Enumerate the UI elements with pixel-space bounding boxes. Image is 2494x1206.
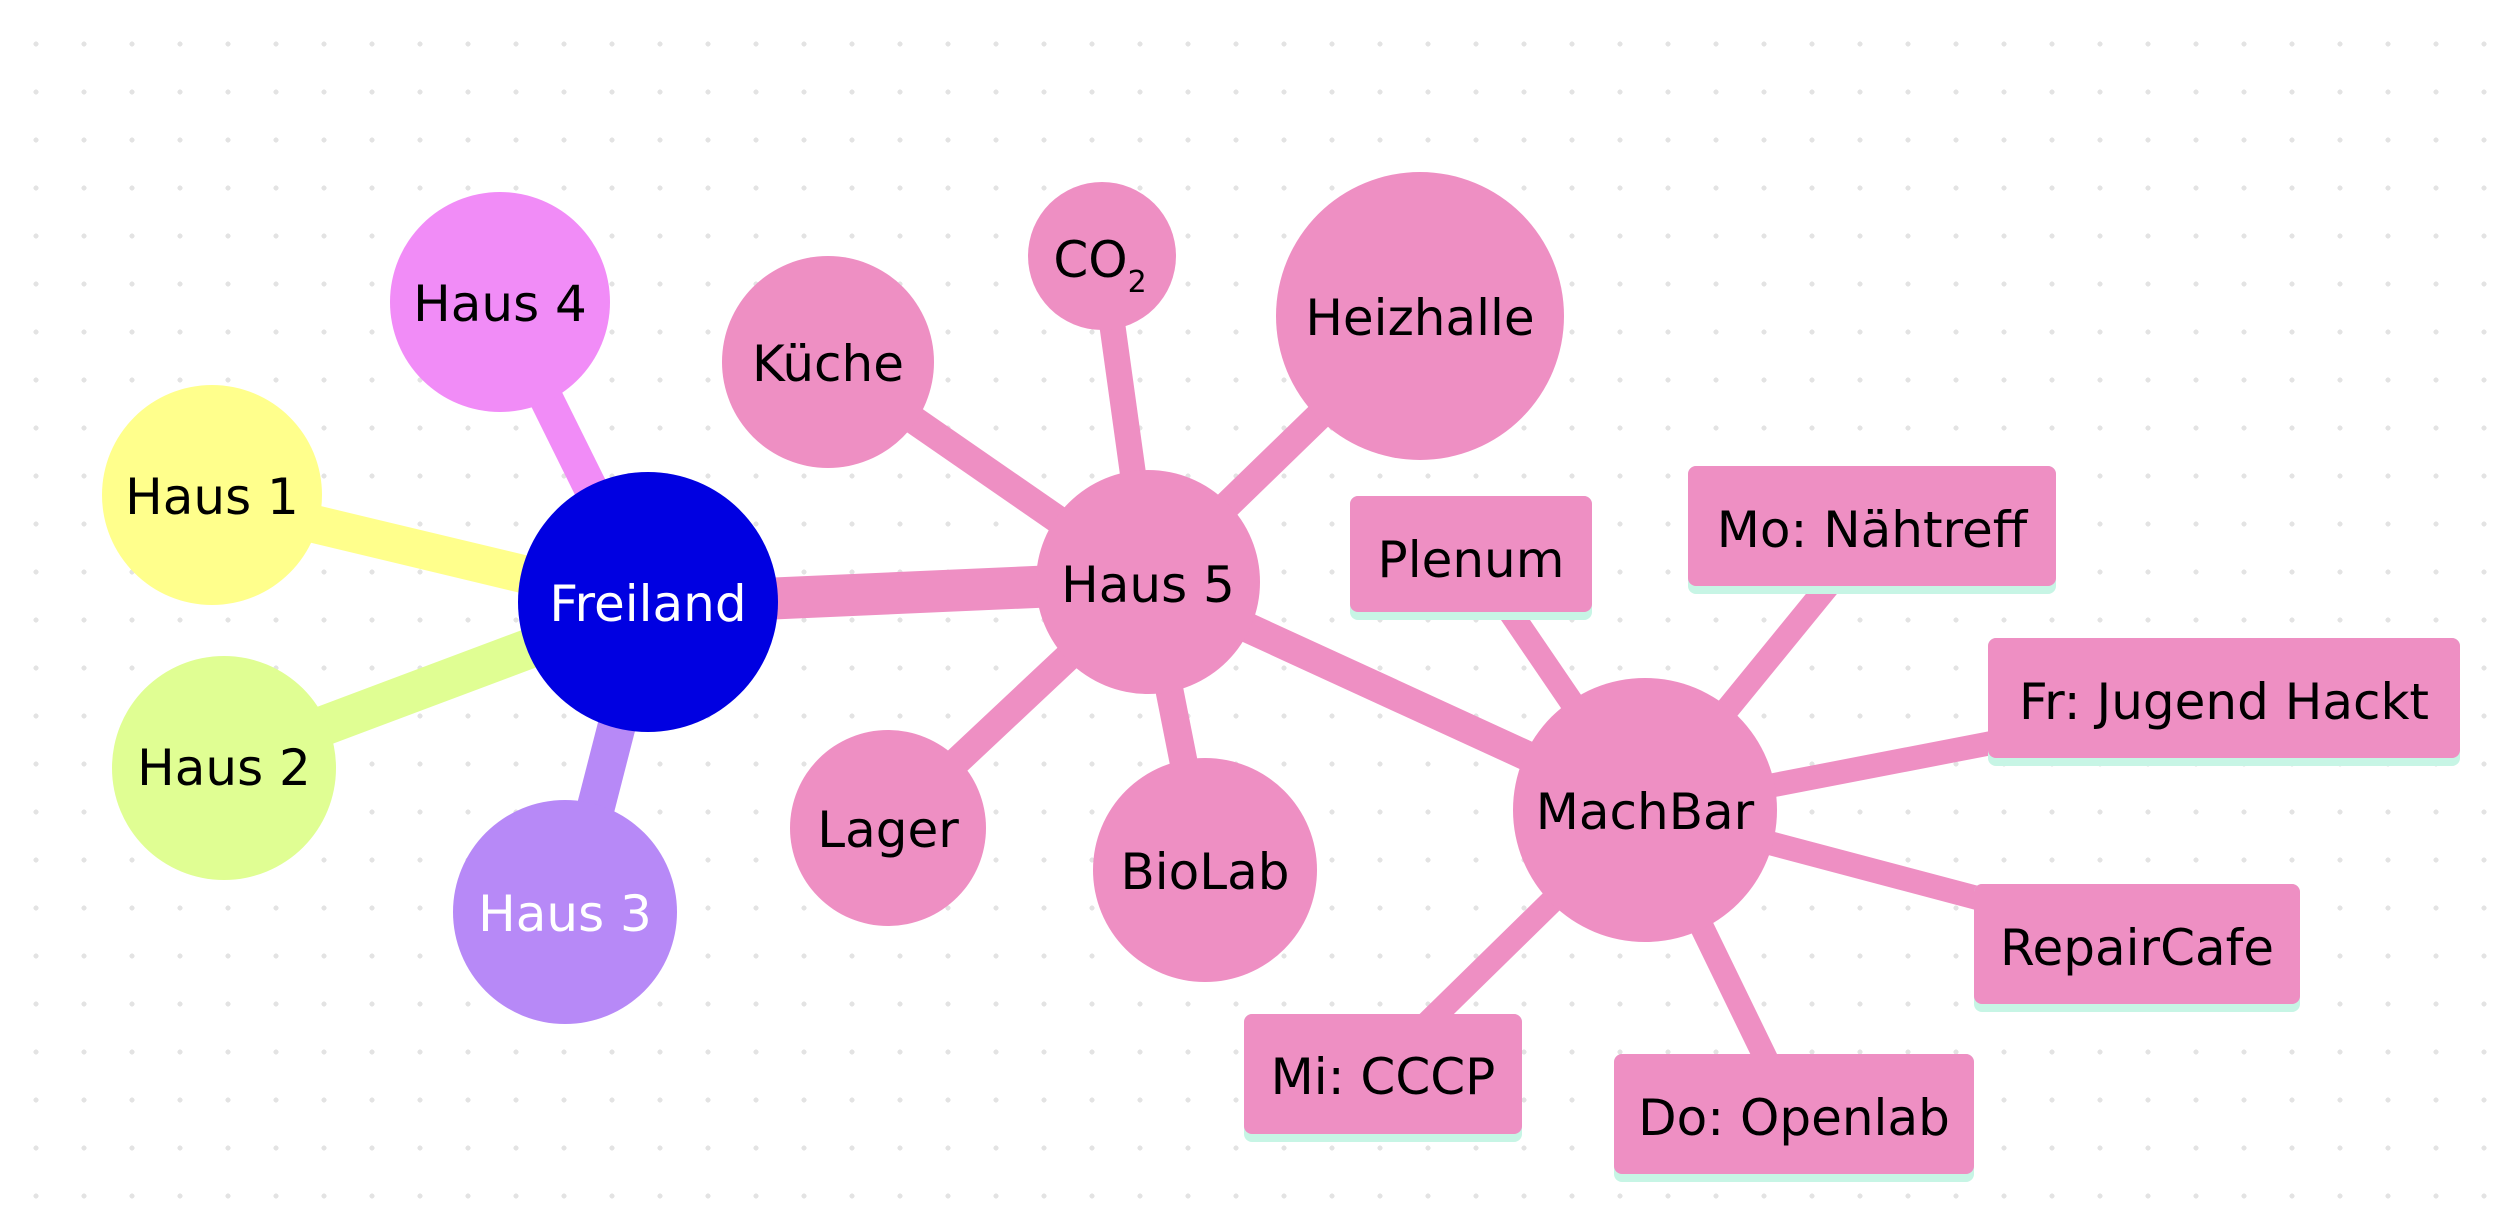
node-haus2[interactable]: Haus 2 [112,656,336,880]
node-freiland-label: Freiland [549,575,746,633]
node-freiland-shape [518,472,778,732]
node-lager-label: Lager [817,801,959,859]
node-machbar[interactable]: MachBar [1513,678,1777,942]
node-co2-label-main: CO [1053,231,1127,289]
node-haus2-shape [112,656,336,880]
node-biolab-label: BioLab [1120,843,1289,901]
node-machbar-label: MachBar [1536,783,1755,841]
node-biolab[interactable]: BioLab [1093,758,1317,982]
node-do-label: Do: Openlab [1638,1089,1950,1147]
node-haus3-shape [453,800,677,1024]
node-lager-shape [790,730,986,926]
node-mi-shape [1244,1014,1522,1134]
node-haus3[interactable]: Haus 3 [453,800,677,1024]
node-kueche-label: Küche [752,335,904,393]
node-plenum-label: Plenum [1378,531,1565,589]
node-kueche[interactable]: Küche [722,256,934,468]
node-heizhalle[interactable]: Heizhalle [1276,172,1564,460]
node-haus1-shape [102,385,322,605]
node-co2[interactable]: CO2 [1028,182,1176,330]
node-fr-jugend-hackt[interactable]: Fr: Jugend Hackt [1988,638,2460,766]
node-haus5[interactable]: Haus 5 [1036,470,1260,694]
node-haus2-label: Haus 2 [137,739,311,797]
node-plenum[interactable]: Plenum [1350,496,1592,620]
node-co2-label-subscript: 2 [1128,265,1147,300]
node-machbar-shape [1513,678,1777,942]
node-heizhalle-shape [1276,172,1564,460]
node-fr-shape [1988,638,2460,758]
node-lager[interactable]: Lager [790,730,986,926]
node-mi-cccp[interactable]: Mi: CCCP [1244,1014,1522,1142]
node-do-shape [1614,1054,1974,1174]
node-haus5-shape [1036,470,1260,694]
node-haus1[interactable]: Haus 1 [102,385,322,605]
node-mi-label: Mi: CCCP [1271,1048,1496,1106]
node-mo-shape [1688,466,2056,586]
node-repaircafe-label: RepairCafe [2000,919,2274,977]
node-plenum-shape [1350,496,1592,612]
node-co2-shape [1028,182,1176,330]
node-freiland[interactable]: Freiland [518,472,778,732]
node-haus4[interactable]: Haus 4 [390,192,610,412]
node-mo-naehtreff[interactable]: Mo: Nähtreff [1688,466,2056,594]
node-do-openlab[interactable]: Do: Openlab [1614,1054,1974,1182]
node-heizhalle-label: Heizhalle [1305,289,1534,347]
node-haus4-label: Haus 4 [413,275,587,333]
node-co2-label: CO2 [1053,231,1146,300]
node-biolab-shape [1093,758,1317,982]
node-haus3-label: Haus 3 [478,885,652,943]
node-haus5-label: Haus 5 [1061,556,1235,614]
node-mo-label: Mo: Nähtreff [1717,501,2029,559]
node-repaircafe-shape [1974,884,2300,1004]
node-haus1-label: Haus 1 [125,468,299,526]
node-haus4-shape [390,192,610,412]
node-repaircafe[interactable]: RepairCafe [1974,884,2300,1012]
node-fr-label: Fr: Jugend Hackt [2019,673,2429,731]
node-kueche-shape [722,256,934,468]
